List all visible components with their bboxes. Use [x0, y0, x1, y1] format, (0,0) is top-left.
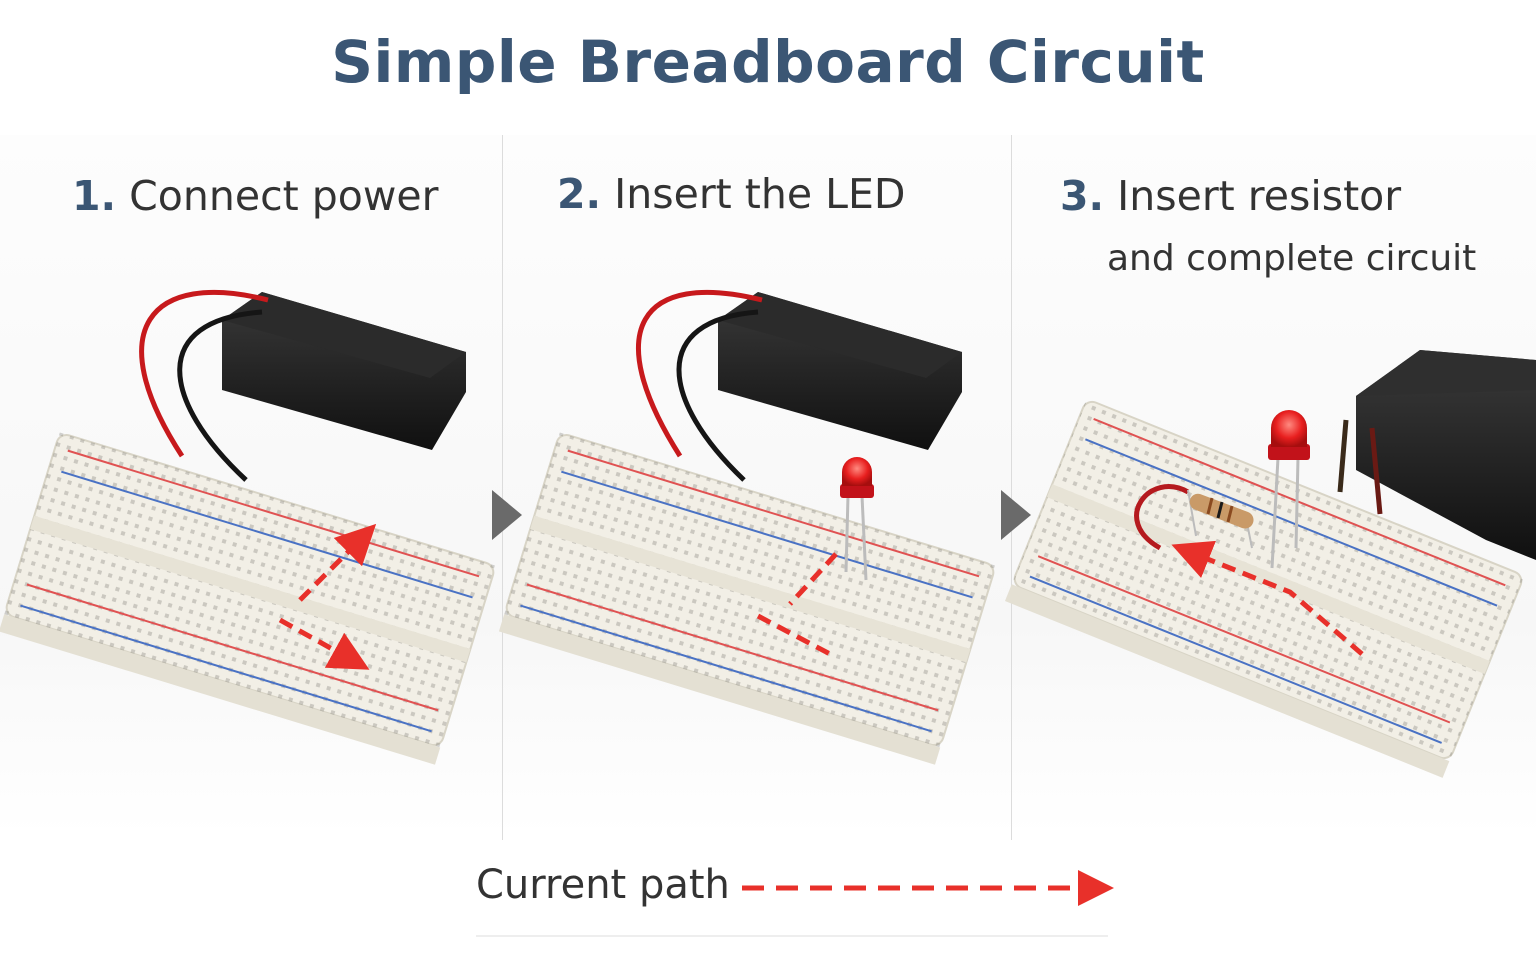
step-1-number: 1.	[72, 172, 117, 220]
current-arrow	[788, 552, 838, 606]
step-3-number: 3.	[1060, 172, 1105, 220]
step-1-label: Connect power	[129, 172, 439, 220]
battery-holder	[1356, 350, 1536, 560]
step-3-subtitle: and complete circuit	[1107, 238, 1477, 279]
red-wire	[139, 289, 269, 458]
dashed-arrow-icon	[742, 870, 1114, 906]
battery-lead	[1337, 419, 1349, 493]
panel-3-scene	[1004, 350, 1536, 778]
chevron-right-icon	[1001, 490, 1031, 540]
panel-divider	[1011, 135, 1012, 840]
battery-holder	[222, 292, 466, 450]
battery-holder	[718, 292, 962, 450]
resistor	[1187, 489, 1254, 549]
breadboard	[498, 432, 996, 765]
black-wire	[177, 309, 263, 482]
jumper-wire	[1134, 484, 1190, 551]
legend-label: Current path	[476, 862, 730, 908]
current-arrow	[1171, 540, 1364, 656]
chevron-right-icon	[492, 490, 522, 540]
step-3-label: Insert resistor	[1117, 172, 1402, 220]
panel-divider	[502, 135, 503, 840]
panel-1-scene	[0, 289, 496, 765]
current-arrow	[756, 613, 832, 657]
current-arrow	[278, 617, 370, 670]
step-2-title: 2. Insert the LED	[557, 170, 905, 218]
led	[840, 457, 874, 581]
page-title: Simple Breadboard Circuit	[331, 28, 1205, 96]
step-1-title: 1. Connect power	[72, 172, 438, 220]
breadboard	[0, 432, 496, 765]
step-2-number: 2.	[557, 170, 602, 218]
battery-lead	[1369, 427, 1383, 515]
legend-underline	[476, 935, 1108, 937]
black-wire	[676, 309, 759, 482]
step-3-title: 3. Insert resistor	[1060, 172, 1401, 220]
panel-2-scene	[498, 289, 996, 765]
current-arrow	[298, 523, 377, 602]
red-wire	[636, 289, 763, 458]
step-2-label: Insert the LED	[614, 170, 906, 218]
breadboard	[1004, 398, 1525, 778]
led	[1268, 410, 1310, 569]
